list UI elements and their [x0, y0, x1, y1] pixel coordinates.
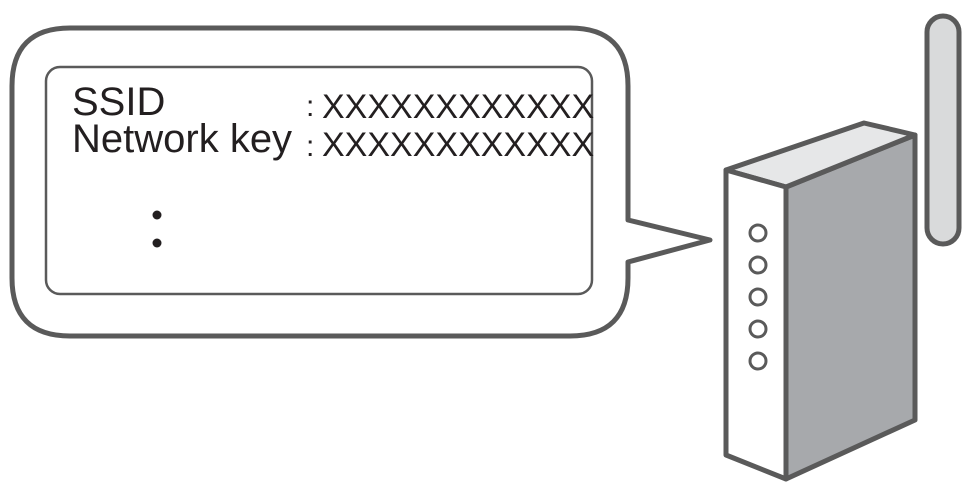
router-side [783, 132, 918, 482]
indicator-light [748, 255, 768, 275]
network-key-separator: : [306, 130, 314, 163]
indicator-light [748, 223, 768, 243]
router-indicator-lights [748, 223, 768, 371]
ssid-separator: : [306, 90, 314, 123]
indicator-light [748, 351, 768, 371]
indicator-light [748, 287, 768, 307]
wireless-router-icon [723, 13, 962, 482]
speech-bubble: SSID : XXXXXXXXXXXX Network key : XXXXXX… [9, 25, 713, 339]
network-key-value: XXXXXXXXXXXX [322, 126, 594, 164]
vertical-ellipsis-icon [152, 210, 162, 248]
credentials-panel [44, 65, 594, 296]
indicator-light [748, 319, 768, 339]
router-antenna [924, 13, 962, 247]
network-key-label: Network key [72, 117, 292, 161]
ssid-label: SSID [72, 80, 165, 124]
ssid-value: XXXXXXXXXXXX [322, 88, 594, 126]
